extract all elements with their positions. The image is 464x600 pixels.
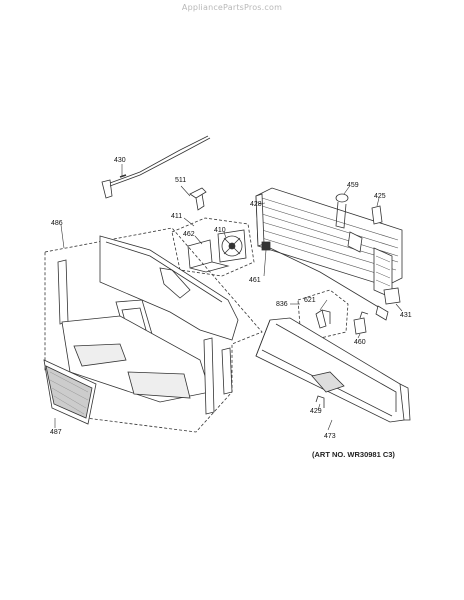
part-461-probe bbox=[261, 241, 389, 321]
part-487-filter bbox=[43, 359, 97, 425]
part-511-bracket bbox=[189, 187, 207, 211]
callout-836: 836 bbox=[276, 301, 288, 308]
callout-473: 473 bbox=[324, 433, 336, 440]
part-430-rod bbox=[101, 135, 211, 199]
part-411-fan-assembly bbox=[171, 217, 255, 277]
part-459-valve bbox=[335, 193, 349, 229]
callout-430: 430 bbox=[114, 157, 126, 164]
callout-487: 487 bbox=[50, 429, 62, 436]
part-462-shroud bbox=[187, 239, 230, 273]
callout-462: 462 bbox=[183, 231, 195, 238]
callout-431: 431 bbox=[400, 312, 412, 319]
callout-429: 429 bbox=[310, 408, 322, 415]
callout-425: 425 bbox=[374, 193, 386, 200]
callout-511: 511 bbox=[175, 177, 186, 184]
part-429-hose bbox=[315, 395, 325, 408]
part-473-drain-pan bbox=[255, 317, 411, 423]
part-486-evaporator-cover bbox=[44, 227, 263, 433]
part-460-sensor bbox=[353, 311, 369, 335]
callout-leader-lines bbox=[54, 164, 403, 431]
callout-460: 460 bbox=[354, 339, 366, 346]
callout-428: 428 bbox=[250, 201, 262, 208]
callout-410: 410 bbox=[214, 227, 226, 234]
part-428-condenser-coil bbox=[255, 187, 403, 299]
callout-621: 621 bbox=[304, 297, 316, 304]
watermark-text: AppliancePartsPros.com bbox=[181, 3, 283, 12]
art-number-text: (ART NO. WR30981 C3) bbox=[312, 450, 395, 459]
part-425-clip bbox=[371, 205, 383, 225]
callout-486: 486 bbox=[51, 220, 63, 227]
callout-459: 459 bbox=[347, 182, 359, 189]
callout-411: 411 bbox=[171, 213, 182, 220]
part-410-fan bbox=[217, 229, 247, 263]
callout-461: 461 bbox=[249, 277, 261, 284]
part-431-plate bbox=[383, 287, 401, 305]
